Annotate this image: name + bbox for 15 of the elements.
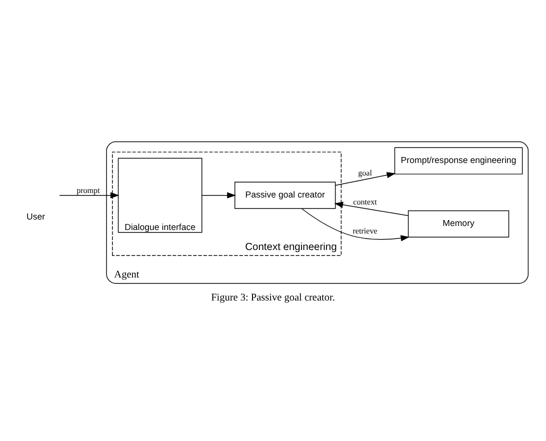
edge-label: prompt [76, 185, 100, 194]
edge-label: context [353, 197, 377, 206]
arrow [302, 208, 410, 241]
arrow [202, 192, 236, 198]
edge-label: goal [358, 168, 372, 177]
node-text: User [26, 210, 46, 221]
arrow [334, 201, 408, 216]
edge-label: retrieve [352, 226, 378, 235]
node-box: Dialogue interface [118, 157, 202, 232]
arrow [59, 192, 120, 198]
caption: Figure 3: Passive goal creator. [211, 292, 335, 303]
node-box: Memory [408, 210, 510, 237]
arrow [334, 172, 396, 186]
node-box: Prompt/response engineering [394, 146, 523, 174]
node-box: Passive goal creator [234, 181, 336, 208]
